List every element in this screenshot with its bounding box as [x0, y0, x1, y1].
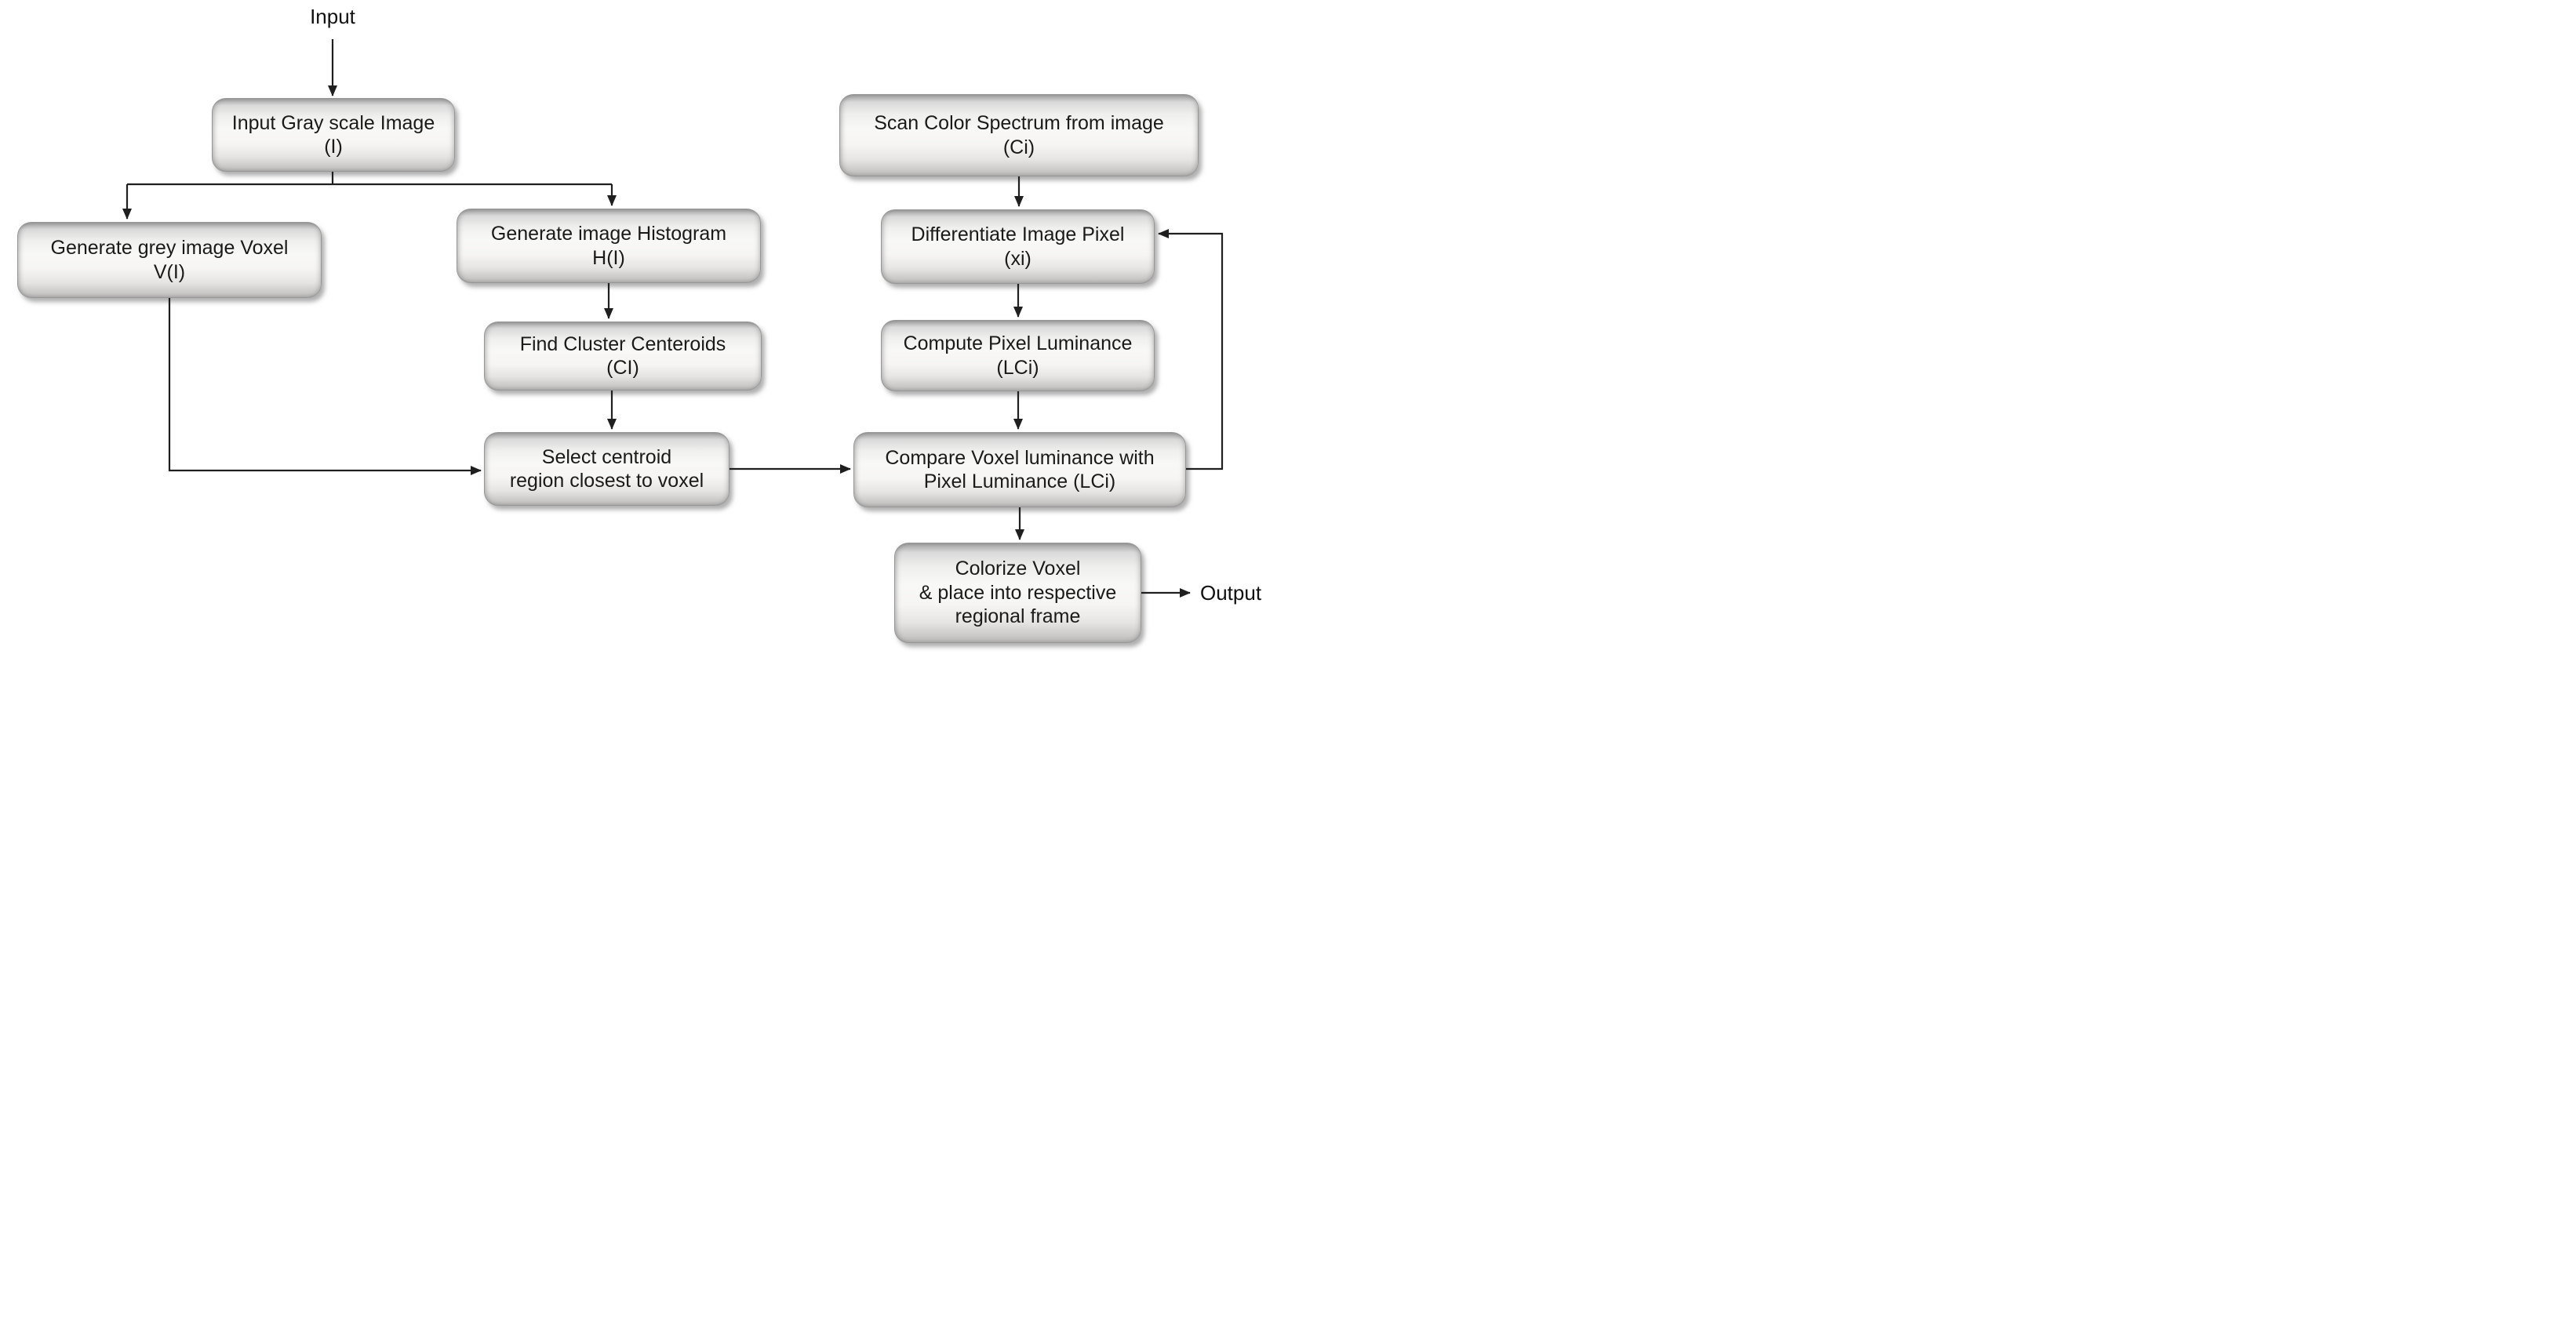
node-input-gray-scale-image: Input Gray scale Image (I): [212, 98, 455, 172]
node-generate-image-histogram: Generate image Histogram H(I): [457, 209, 761, 283]
node-generate-grey-image-voxel: Generate grey image Voxel V(I): [17, 222, 322, 298]
node-compute-pixel-luminance: Compute Pixel Luminance (LCi): [881, 320, 1155, 391]
node-differentiate-image-pixel: Differentiate Image Pixel (xi): [881, 209, 1155, 284]
output-terminal-label: Output: [1200, 581, 1262, 605]
edge-grey-voxel-to-select: [168, 298, 482, 475]
node-select-centroid-region: Select centroid region closest to voxel: [484, 432, 730, 506]
node-scan-color-spectrum: Scan Color Spectrum from image (Ci): [839, 94, 1199, 176]
node-colorize-voxel: Colorize Voxel & place into respective r…: [894, 543, 1141, 643]
flowchart-canvas: Input Input Gray scale Image (I) Scan Co…: [0, 0, 1288, 663]
node-find-cluster-centeroids: Find Cluster Centeroids (CI): [484, 322, 762, 391]
node-compare-voxel-luminance: Compare Voxel luminance with Pixel Lumin…: [853, 432, 1186, 507]
input-terminal-label: Input: [310, 5, 355, 28]
edge-branch-trunk: [127, 172, 612, 186]
